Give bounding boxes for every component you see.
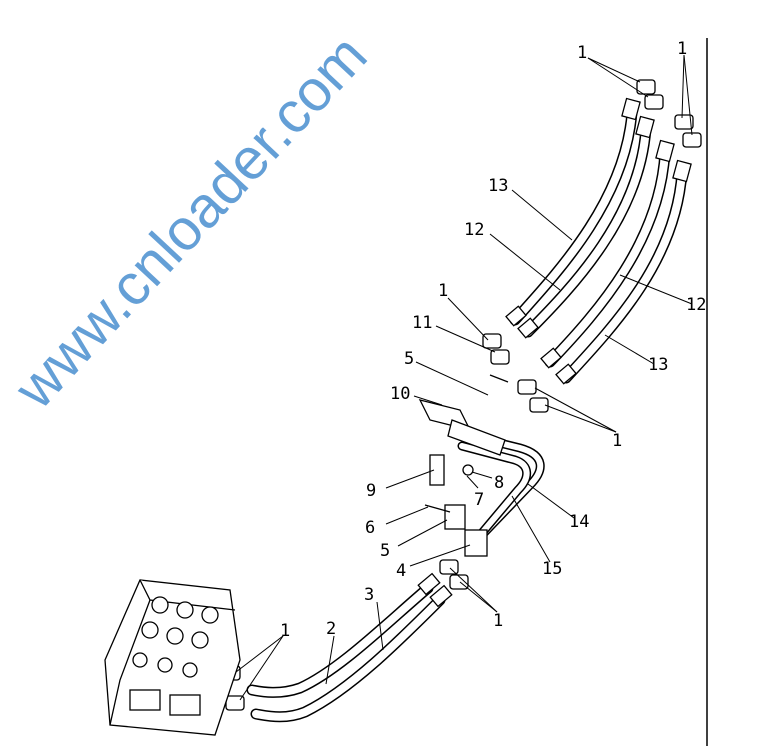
control-valve-block	[104, 579, 241, 736]
hose-2	[246, 582, 434, 698]
flange-clamps	[221, 79, 702, 711]
callout-1: 1	[677, 39, 687, 59]
callout-2: 2	[326, 619, 336, 639]
callout-9: 9	[366, 481, 376, 501]
callout-13: 13	[488, 176, 508, 196]
brackets	[418, 374, 509, 557]
hose-13-lower	[560, 166, 688, 384]
washer-8	[462, 464, 474, 476]
callout-12: 12	[686, 295, 706, 315]
clamp-5	[444, 504, 466, 530]
callout-14: 14	[569, 512, 589, 532]
bolt-11	[489, 374, 509, 383]
hose-12-lower	[544, 146, 671, 368]
callout-5: 5	[380, 541, 390, 561]
callout-7: 7	[474, 490, 484, 510]
hoses	[246, 106, 688, 723]
callout-11: 11	[412, 313, 432, 333]
callout-8: 8	[494, 473, 504, 493]
callout-1: 1	[577, 43, 587, 63]
callout-3: 3	[364, 585, 374, 605]
hose-12-upper	[522, 122, 652, 338]
leader-lines	[235, 54, 693, 701]
block-4	[464, 529, 488, 557]
plate-9	[429, 454, 445, 486]
hose-3	[250, 594, 446, 723]
callout-1: 1	[612, 431, 622, 451]
callout-1: 1	[438, 281, 448, 301]
callout-5: 5	[404, 349, 414, 369]
watermark: www.cnloader.com	[1, 23, 379, 422]
callout-15: 15	[542, 559, 562, 579]
callout-10: 10	[390, 384, 410, 404]
callout-13: 13	[648, 355, 668, 375]
callout-labels: 1 1 13 12 12 13 1 11 5 10 1 9 8 7 6 5 14…	[280, 39, 706, 641]
fittings	[417, 97, 692, 608]
callout-12: 12	[464, 220, 484, 240]
hose-13-upper	[509, 106, 638, 326]
tube-15	[457, 441, 532, 545]
callout-4: 4	[396, 561, 406, 581]
callout-1: 1	[280, 621, 290, 641]
callout-1: 1	[493, 611, 503, 631]
bolt-6	[424, 504, 451, 513]
callout-6: 6	[365, 518, 375, 538]
